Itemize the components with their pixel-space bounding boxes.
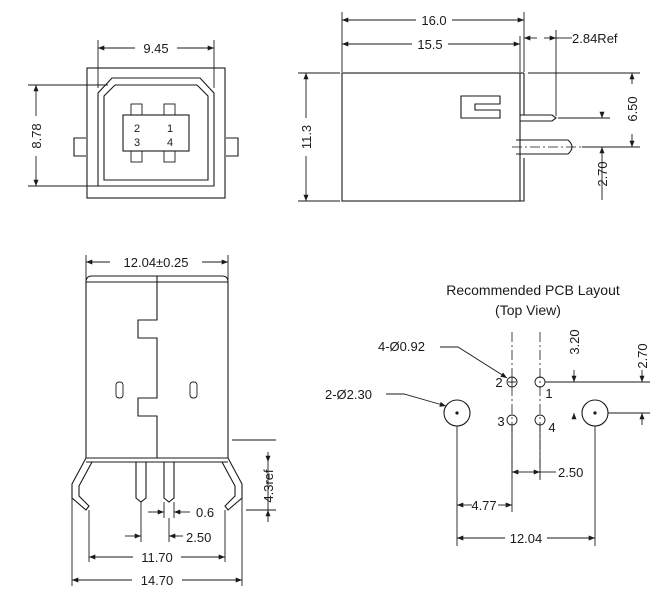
- pcb-large-hole-label: 2-Ø2.30: [325, 387, 372, 402]
- pcb-small-hole-leader: [440, 346, 508, 379]
- front-left-tab: [73, 137, 86, 157]
- pcb-hole-4: [534, 414, 546, 426]
- pcb-pitch-label: 2.50: [558, 465, 583, 480]
- bottom-latch-seam: [137, 276, 158, 458]
- bottom-pin-a: [135, 462, 147, 503]
- side-height-label: 11.3: [299, 125, 314, 149]
- bottom-width-label: 12.04±0.25: [124, 255, 189, 270]
- front-view: 2 1 3 4 9.45 8.78: [28, 40, 239, 199]
- side-view: 16.0 15.5 2.84Ref 11.3 6.50 2.70: [298, 12, 640, 202]
- front-pin-label-3: 3: [134, 137, 140, 149]
- bottom-pin-b: [163, 462, 175, 503]
- side-signal-pin: [520, 114, 557, 122]
- front-pin-label-4: 4: [167, 137, 173, 149]
- side-latch-spring: [460, 95, 501, 119]
- front-contact-2: [130, 103, 143, 116]
- bottom-offset-label: 0.6: [196, 505, 214, 520]
- pcb-subtitle: (Top View): [495, 302, 561, 318]
- pcb-v2-label: 2.70: [635, 343, 650, 368]
- bottom-slot-right: [189, 381, 198, 399]
- pcb-pin-label-2: 2: [495, 375, 502, 390]
- front-pin-label-2: 2: [134, 123, 140, 135]
- pcb-pin-label-1: 1: [545, 386, 552, 401]
- pcb-span-label: 12.04: [510, 531, 543, 546]
- side-length-label: 16.0: [421, 13, 446, 28]
- front-width-label: 9.45: [143, 41, 168, 56]
- front-body-outline: [86, 67, 226, 199]
- pcb-v1-label: 3.20: [567, 329, 582, 354]
- bottom-total-label: 14.70: [141, 573, 174, 588]
- bottom-pitch-label: 2.50: [186, 530, 211, 545]
- pcb-offset-label: 4.77: [471, 498, 496, 513]
- side-upper-label: 6.50: [625, 96, 640, 121]
- front-height-label: 8.78: [29, 123, 44, 148]
- front-pin-label-1: 1: [167, 123, 173, 135]
- side-lower-label: 2.70: [595, 161, 610, 186]
- pcb-layout: Recommended PCB Layout (Top View) 2 1 3 …: [325, 282, 650, 546]
- pcb-mount-hole-right-center: [593, 411, 597, 415]
- pcb-hole-3: [506, 414, 518, 426]
- bottom-left-leg: [71, 457, 93, 511]
- bottom-standoff-label: 4.3ref: [261, 469, 276, 503]
- side-inner-length-label: 15.5: [417, 37, 442, 52]
- pcb-title: Recommended PCB Layout: [446, 282, 620, 298]
- front-contact-4: [163, 150, 176, 163]
- bottom-view: 12.04±0.25 4.3ref 0.6 2.50 11.70 14.70: [71, 255, 276, 588]
- front-port-inner: [103, 84, 209, 181]
- pcb-mount-hole-left-center: [455, 411, 459, 415]
- front-tongue: [122, 114, 190, 152]
- side-ref-label: 2.84Ref: [572, 31, 618, 46]
- bottom-right-leg: [221, 457, 243, 511]
- front-contact-1: [163, 103, 176, 116]
- side-body-outline: [341, 72, 521, 202]
- pcb-small-hole-label: 4-Ø0.92: [378, 339, 425, 354]
- pcb-large-hole-leader: [386, 393, 447, 407]
- pcb-pin-label-3: 3: [497, 414, 504, 429]
- bottom-slot-left: [115, 381, 124, 399]
- front-port-outer: [97, 77, 215, 187]
- side-flange-lower: [520, 158, 525, 202]
- bottom-span-label: 11.70: [141, 550, 173, 565]
- pcb-hole-2: [506, 376, 518, 388]
- front-right-tab: [226, 137, 239, 157]
- pcb-pin-label-4: 4: [548, 420, 555, 435]
- front-contact-3: [130, 150, 143, 163]
